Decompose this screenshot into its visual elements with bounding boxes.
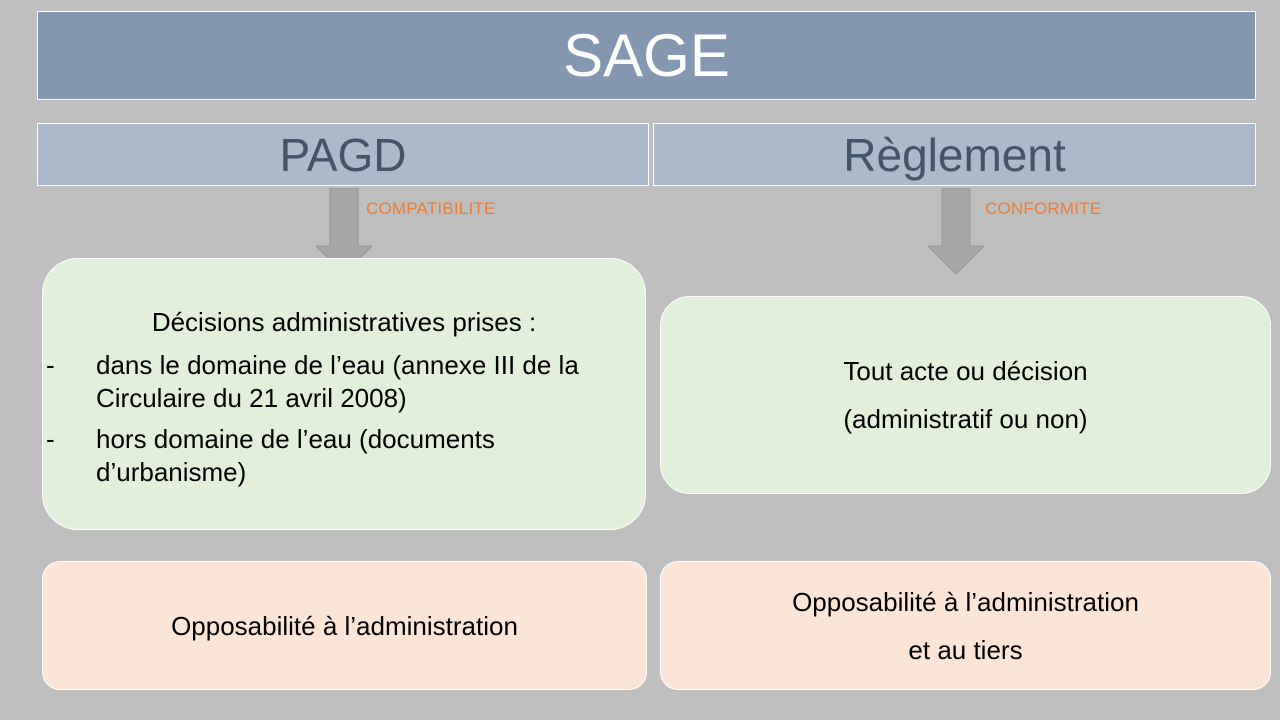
reglement-opposability-line2: et au tiers <box>908 634 1023 665</box>
list-item: - dans le domaine de l’eau (annexe III d… <box>43 349 647 415</box>
list-item: - hors domaine de l’eau (documents d’urb… <box>43 423 647 489</box>
reglement-opposability-line1: Opposabilité à l’administration <box>792 586 1139 617</box>
list-bullet: - <box>46 350 55 380</box>
compatibilite-label: COMPATIBILITE <box>366 199 496 218</box>
reglement-opposability-box: Opposabilité à l’administration et au ti… <box>660 561 1271 690</box>
pagd-opposability-text: Opposabilité à l’administration <box>171 610 518 641</box>
page-title: SAGE <box>563 22 730 89</box>
list-item-text: dans le domaine de l’eau (annexe III de … <box>96 350 579 413</box>
reglement-decisions-line2: (administratif ou non) <box>843 404 1088 434</box>
pagd-header: PAGD <box>37 123 649 186</box>
pagd-opposability-box: Opposabilité à l’administration <box>42 561 647 690</box>
title-bar: SAGE <box>37 11 1256 100</box>
down-arrow-icon <box>928 188 984 274</box>
pagd-header-label: PAGD <box>279 128 407 181</box>
reglement-decisions-box: Tout acte ou décision (administratif ou … <box>660 296 1271 494</box>
decisions-heading: Décisions administratives prises : <box>151 307 537 337</box>
list-item-text: hors domaine de l’eau (documents d’urban… <box>96 424 495 487</box>
reglement-header: Règlement <box>653 123 1256 186</box>
pagd-decisions-box: Décisions administratives prises : - dan… <box>42 258 646 530</box>
reglement-decisions-line1: Tout acte ou décision <box>843 356 1088 386</box>
reglement-header-label: Règlement <box>843 128 1066 181</box>
list-bullet: - <box>46 424 55 454</box>
conformite-label: CONFORMITE <box>985 199 1102 218</box>
decisions-list: - dans le domaine de l’eau (annexe III d… <box>43 349 647 497</box>
